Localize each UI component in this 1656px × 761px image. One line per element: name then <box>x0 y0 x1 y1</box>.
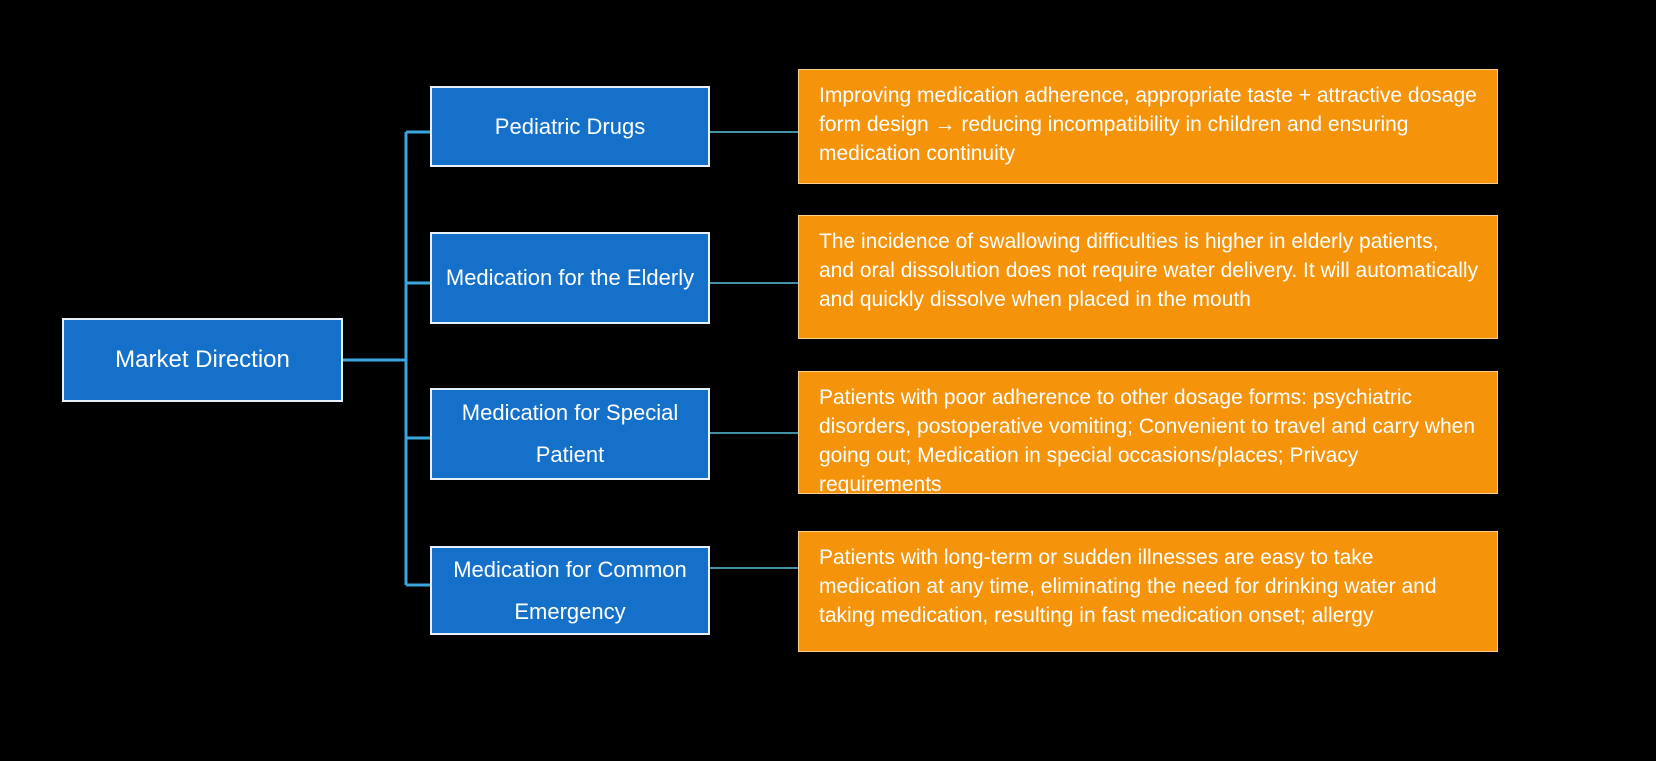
description-pediatric-drugs: Improving medication adherence, appropri… <box>798 69 1498 184</box>
description-medication-elderly: The incidence of swallowing difficulties… <box>798 215 1498 339</box>
node-medication-common-emergency-label: Medication for Common Emergency <box>453 556 687 624</box>
description-pediatric-drugs-text: Improving medication adherence, appropri… <box>819 84 1477 165</box>
node-medication-common-emergency: Medication for Common Emergency <box>430 546 710 635</box>
node-market-direction-label: Market Direction <box>115 346 290 373</box>
description-medication-elderly-text: The incidence of swallowing difficulties… <box>819 230 1479 311</box>
node-medication-elderly-label: Medication for the Elderly <box>445 265 695 290</box>
description-medication-special-patient-text: Patients with poor adherence to other do… <box>819 386 1476 494</box>
node-market-direction: Market Direction <box>62 318 343 402</box>
description-medication-special-patient: Patients with poor adherence to other do… <box>798 371 1498 494</box>
node-pediatric-drugs: Pediatric Drugs <box>430 86 710 167</box>
node-medication-special-patient-label: Medication for Special Patient <box>461 400 679 467</box>
description-medication-common-emergency: Patients with long-term or sudden illnes… <box>798 531 1498 652</box>
node-pediatric-drugs-label: Pediatric Drugs <box>494 113 646 139</box>
node-medication-special-patient: Medication for Special Patient <box>430 388 710 480</box>
node-medication-elderly: Medication for the Elderly <box>430 232 710 324</box>
description-medication-common-emergency-text: Patients with long-term or sudden illnes… <box>819 546 1437 627</box>
